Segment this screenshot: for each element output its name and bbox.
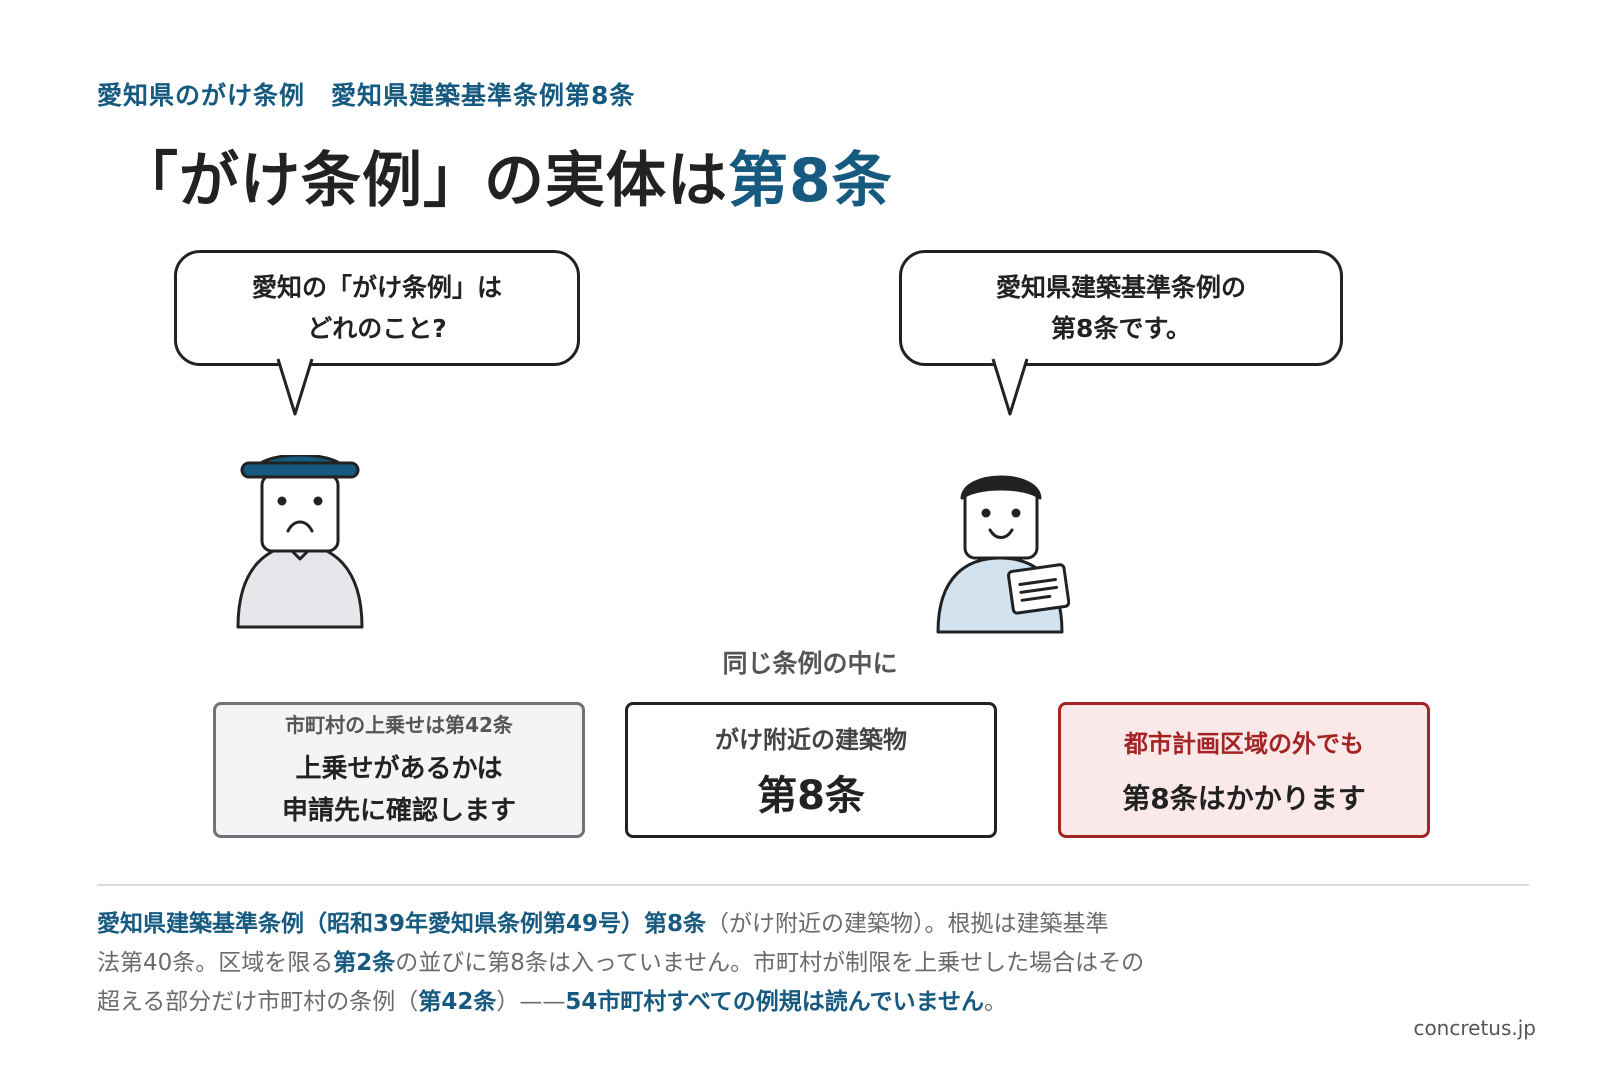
outside-planning-area-value: 第8条はかかります	[1122, 781, 1366, 815]
municipal-addition-label: 市町村の上乗せは第42条	[285, 712, 513, 737]
municipal-addition-line-2: 申請先に確認します	[281, 795, 516, 826]
title-main: 「がけ条例」の実体は	[118, 146, 728, 216]
smiling-person-icon	[936, 475, 1070, 634]
answer-line-2: 第8条です。	[1051, 314, 1191, 343]
municipal-addition-box: 市町村の上乗せは第42条 上乗せがあるかは 申請先に確認します	[213, 702, 585, 838]
question-line-1: 愛知の「がけ条例」は	[251, 273, 502, 302]
page-title: 「がけ条例」の実体は第8条	[118, 132, 893, 219]
section-caption: 同じ条例の中に	[722, 649, 898, 678]
page-subtitle: 愛知県のがけ条例 愛知県建築基準条例第8条	[97, 81, 636, 110]
footnote-text: ）——	[496, 989, 566, 1015]
footnote-text: の並びに第8条は入っていません。市町村が制限を上乗せした場合はその	[395, 950, 1145, 976]
footnote-emphasis: 第2条	[333, 950, 396, 976]
document-icon	[1007, 563, 1070, 615]
municipal-addition-line-1: 上乗せがあるかは	[295, 753, 503, 784]
footnote-text: 超える部分だけ市町村の条例（	[97, 989, 419, 1015]
worried-person-icon	[236, 455, 364, 629]
answer-bubble-tail	[991, 357, 1029, 416]
question-bubble-tail	[276, 357, 314, 416]
outside-planning-area-label: 都市計画区域の外でも	[1124, 729, 1364, 758]
divider	[97, 884, 1529, 886]
answer-line-1: 愛知県建築基準条例の	[995, 273, 1246, 302]
article-8-label: がけ附近の建築物	[715, 725, 907, 754]
site-credit: concretus.jp	[1413, 1016, 1536, 1040]
footnote-text: （がけ附近の建築物）。根拠は建築基準	[706, 911, 1109, 937]
answer-bubble: 愛知県建築基準条例の 第8条です。	[899, 250, 1343, 366]
footnote: 愛知県建築基準条例（昭和39年愛知県条例第49号）第8条（がけ附近の建築物）。根…	[97, 905, 1397, 1022]
article-8-value: 第8条	[757, 772, 865, 819]
footnote-text: 。	[983, 989, 1007, 1015]
footnote-emphasis: 愛知県建築基準条例（昭和39年愛知県条例第49号）第8条	[97, 911, 707, 937]
article-8-box: がけ附近の建築物 第8条	[625, 702, 997, 838]
footnote-text: 法第40条。区域を限る	[97, 950, 334, 976]
footnote-line-3: 超える部分だけ市町村の条例（第42条）——54市町村すべての例規は読んでいません…	[97, 983, 1397, 1022]
footnote-line-1: 愛知県建築基準条例（昭和39年愛知県条例第49号）第8条（がけ附近の建築物）。根…	[97, 905, 1397, 944]
footnote-emphasis: 54市町村すべての例規は読んでいません	[565, 989, 984, 1015]
footnote-emphasis: 第42条	[418, 989, 497, 1015]
question-bubble: 愛知の「がけ条例」は どれのこと?	[174, 250, 580, 366]
outside-planning-area-box: 都市計画区域の外でも 第8条はかかります	[1058, 702, 1430, 838]
footnote-line-2: 法第40条。区域を限る第2条の並びに第8条は入っていません。市町村が制限を上乗せ…	[97, 944, 1397, 983]
title-highlight: 第8条	[728, 146, 893, 216]
question-line-2: どれのこと?	[307, 314, 447, 343]
